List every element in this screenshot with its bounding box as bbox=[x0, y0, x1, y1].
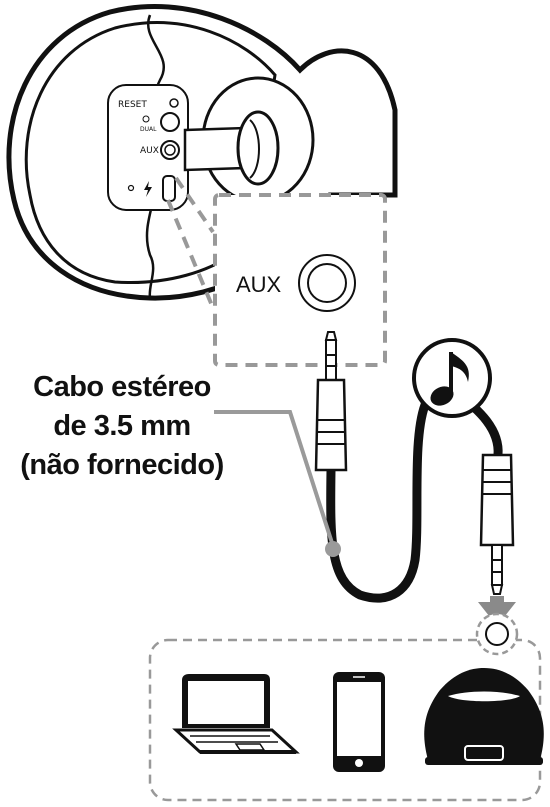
reset-label: RESET bbox=[118, 100, 147, 110]
laptop-icon bbox=[172, 674, 300, 754]
usb-port bbox=[162, 175, 176, 202]
device-aux-jack bbox=[475, 612, 519, 656]
cable-plug-bottom bbox=[479, 453, 515, 595]
dual-button[interactable] bbox=[160, 112, 180, 132]
cable-label: Cabo estéreo de 3.5 mm (não fornecido) bbox=[6, 368, 238, 485]
smartphone-icon bbox=[333, 672, 385, 772]
dual-icon bbox=[142, 115, 150, 123]
cable-label-leader bbox=[214, 410, 341, 557]
cable-label-line3: (não fornecido) bbox=[20, 449, 224, 481]
cable-label-line1: Cabo estéreo bbox=[33, 371, 211, 403]
callout-aux-label: AUX bbox=[236, 272, 282, 297]
cable-plug-top bbox=[314, 331, 348, 472]
source-devices-box bbox=[148, 638, 542, 802]
led-indicator bbox=[127, 184, 135, 192]
charge-icon bbox=[144, 181, 152, 197]
cable-label-line2: de 3.5 mm bbox=[53, 410, 191, 442]
speaker-device-icon bbox=[424, 668, 544, 765]
dual-label: DUAL bbox=[140, 126, 157, 133]
aux-port-label: AUX bbox=[140, 146, 159, 156]
music-note-icon bbox=[412, 338, 492, 418]
aux-port[interactable] bbox=[160, 140, 180, 160]
reset-button[interactable] bbox=[169, 98, 179, 108]
port-cover-flap bbox=[183, 76, 315, 204]
